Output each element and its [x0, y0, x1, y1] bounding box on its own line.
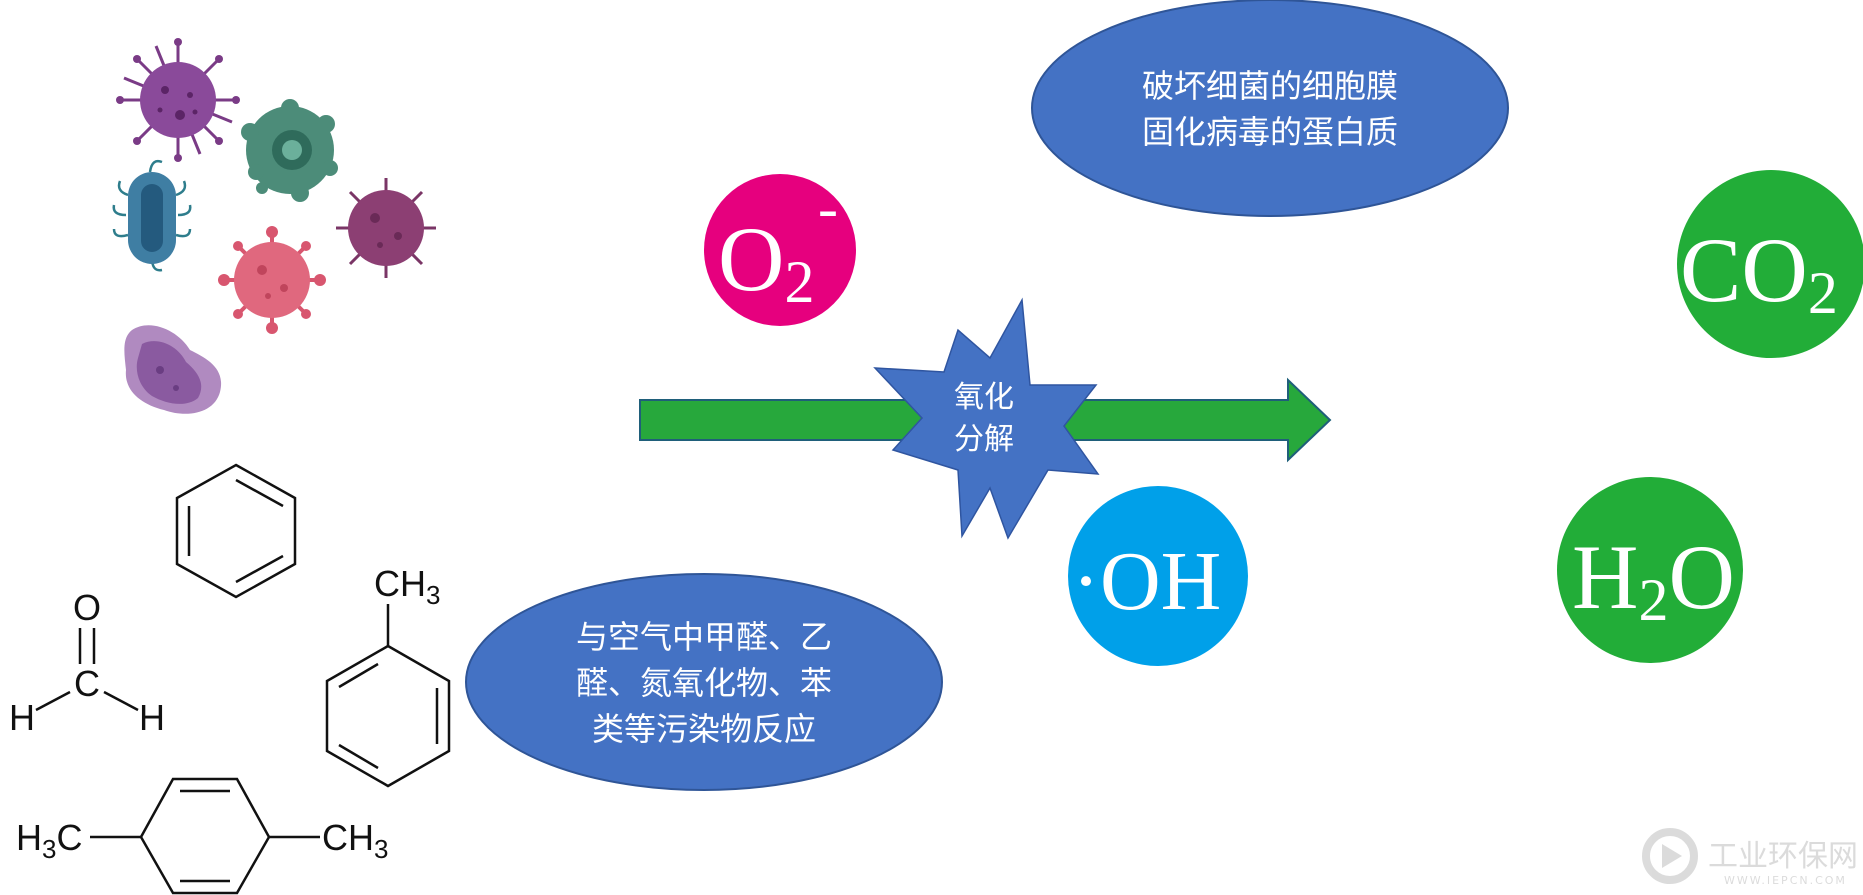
formaldehyde-h-right: H [139, 697, 165, 738]
toluene-structure: CH3 [325, 563, 451, 788]
oxidation-starburst [873, 297, 1100, 540]
watermark-url: WWW.IEPCN.COM [1724, 874, 1847, 887]
hydroxyl-label: ·OH [1072, 535, 1221, 628]
formaldehyde-o: O [73, 587, 101, 628]
watermark: 工业环保网 WWW.IEPCN.COM [1642, 828, 1858, 887]
formaldehyde-c: C [74, 663, 100, 704]
bottom-ellipse-line1: 与空气中甲醛、乙 [576, 618, 832, 656]
toluene-ch3: CH3 [374, 563, 440, 610]
starburst-label-line2: 分解 [954, 422, 1014, 457]
benzene-ring-icon [175, 463, 297, 599]
starburst-label-line1: 氧化 [954, 380, 1014, 415]
virus-purple-icon [116, 38, 240, 162]
virus-pink-icon [218, 226, 326, 334]
co2-label: CO2 [1680, 219, 1838, 326]
virus-green-icon [241, 99, 338, 202]
virus-maroon-icon [336, 178, 436, 278]
h2o-label: H2O [1572, 526, 1735, 633]
top-ellipse-line1: 破坏细菌的细胞膜 [1142, 67, 1398, 105]
amoeba-icon [124, 325, 222, 414]
h2o-circle [1557, 477, 1743, 663]
effect-ellipse-bottom [465, 573, 943, 791]
formaldehyde-structure: O C H H [9, 587, 165, 738]
hydroxyl-circle [1068, 486, 1248, 666]
formaldehyde-h-left: H [9, 697, 35, 738]
bacteria-icon [112, 159, 192, 272]
xylene-left-methyl: H3C [16, 817, 82, 864]
effect-ellipse-top [1031, 0, 1509, 217]
xylene-right-methyl: CH3 [322, 817, 388, 864]
superoxide-circle [704, 174, 856, 326]
xylene-structure: H3C CH3 [16, 777, 388, 895]
co2-circle [1677, 170, 1863, 358]
superoxide-charge: - [818, 175, 838, 241]
top-ellipse-line2: 固化病毒的蛋白质 [1142, 113, 1398, 151]
bottom-ellipse-line3: 类等污染物反应 [592, 710, 816, 748]
bottom-ellipse-line2: 醛、氮氧化物、苯 [576, 664, 832, 702]
watermark-name: 工业环保网 [1708, 839, 1858, 874]
superoxide-label: O2 [718, 208, 814, 315]
